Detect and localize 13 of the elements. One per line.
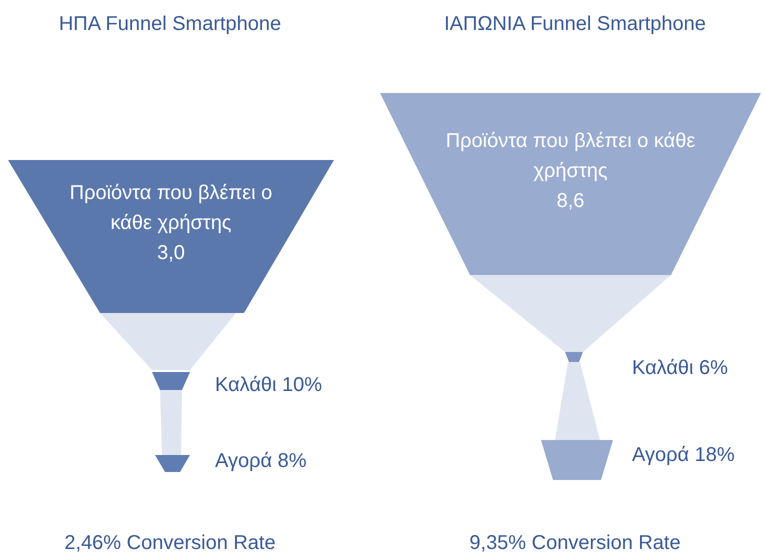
stage-label: 8,6 (556, 189, 586, 214)
stage-rate-label: Αγορά 8% (215, 449, 307, 473)
funnel-title: ΙΑΠΩΝΙΑ Funnel Smartphone (444, 12, 706, 36)
conversion-rate-label: 9,35% Conversion Rate (469, 531, 681, 555)
funnel-stage (565, 352, 583, 362)
stage-rate-label: Καλάθι 6% (632, 356, 728, 380)
stage-label: 3,0 (156, 241, 186, 266)
stage-label: Προϊόντα που βλέπει ο κάθε χρήστης (68, 181, 274, 236)
stage-rate-label: Αγορά 18% (632, 443, 735, 467)
funnel-title: ΗΠΑ Funnel Smartphone (58, 12, 282, 36)
stage-rate-label: Καλάθι 10% (215, 373, 322, 397)
conversion-rate-label: 2,46% Conversion Rate (64, 531, 276, 555)
stage-label: Προϊόντα που βλέπει ο κάθε χρήστης (444, 129, 696, 184)
